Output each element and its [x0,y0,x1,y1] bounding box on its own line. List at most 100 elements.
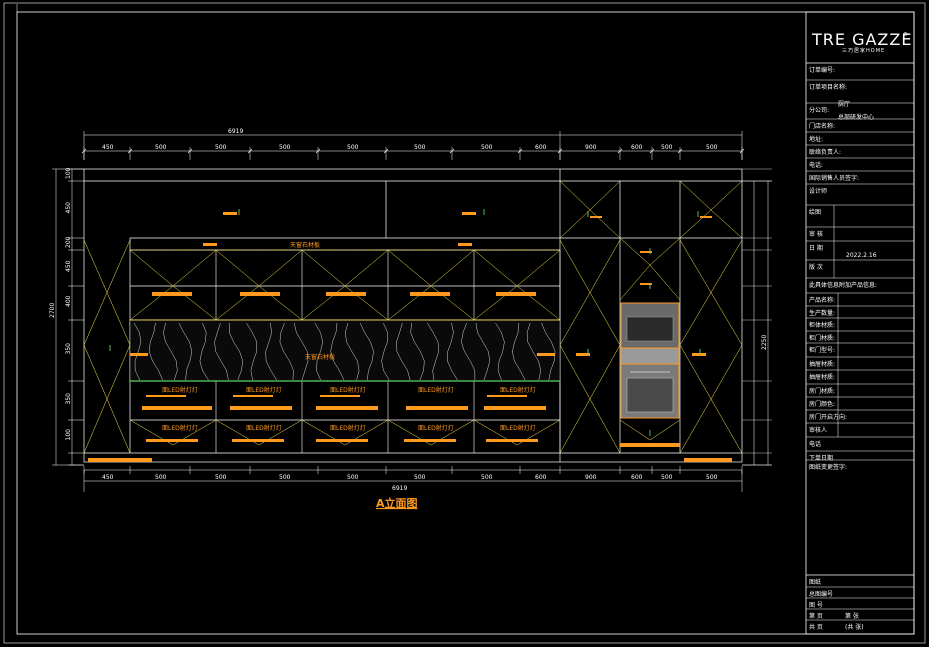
dim-segment-label-bottom: 500 [481,474,493,481]
orange-fitting [320,395,360,397]
title-row-label: 版 次 [809,263,823,271]
marble-vein [330,322,345,381]
dim-segment-label: 900 [585,144,597,151]
title-bottom-value: 第 张 [845,612,859,620]
title-block-bottom: 图纸总图编号图 号第 页第 张共 页(共 张) [806,574,914,631]
title-row-label: 柜体材质: [809,321,835,329]
cabinet-light-label: 面LED射灯灯 [162,424,198,432]
marble-vein [359,322,374,381]
base-door-diamond [301,419,389,446]
marble-vein [541,322,556,381]
title-row-label: 房门开启方向: [809,413,847,421]
orange-fitting [462,212,476,215]
title-row-label: 绘图 [809,208,821,216]
wall-door-diamond [129,285,217,321]
marble-vein [265,322,277,381]
marble-band-label: 天窗石材板 [305,353,335,361]
wall-door-diamond [387,249,475,287]
dim-segment-label-bottom: 600 [535,474,547,481]
marble-vein [293,322,309,381]
built-in-oven-column [620,302,680,419]
orange-fitting [620,443,680,447]
orange-fitting [684,458,732,462]
title-row-label: 订单项目名称: [809,83,847,91]
title-bottom-label: 图纸 [809,578,821,586]
orange-fitting [203,243,217,246]
dim-height-label: 450 [65,202,72,214]
title-block-rows: 订单编号:订单项目名称:厨厅分公司:总部研发中心门店名称:地址:联络负责人:电话… [806,62,914,576]
dim-segment-label-bottom: 500 [661,474,673,481]
orange-fitting [240,292,280,296]
dim-segment-label: 450 [102,144,114,151]
dim-segment-label: 500 [706,144,718,151]
marble-vein [396,322,411,381]
title-row-label: 联络负责人: [809,148,841,156]
orange-fitting [487,395,527,397]
title-row-value: 2022.2.16 [846,252,877,259]
orange-fitting [232,439,284,442]
dim-slash [315,148,321,154]
marble-vein [447,322,458,381]
dim-slash [739,148,745,154]
dim-segment-label: 500 [155,144,167,151]
drawing-title: A立面图 [376,496,418,510]
dim-height-label: 450 [65,260,72,272]
title-row-value: 总部研发中心 [838,113,874,121]
marble-vein [526,322,542,381]
dim-slash [677,148,683,154]
marble-vein [495,322,505,381]
dim-height-label: 400 [65,295,72,307]
orange-fitting [537,353,555,356]
dim-slash [517,148,523,154]
title-row-label: 房门颜色: [809,400,835,408]
title-row-label: 门店名称: [809,122,835,130]
title-row-label: 日 期 [809,244,823,252]
orange-fitting [223,212,237,215]
marble-vein [163,322,178,381]
base-door-diamond [473,419,561,446]
dim-slash [127,148,133,154]
dim-slash [81,148,87,154]
marble-vein [279,322,294,381]
dim-segment-label-bottom: 500 [155,474,167,481]
dim-segment-label-bottom: 600 [631,474,643,481]
dim-segment-label: 500 [481,144,493,151]
orange-fitting [130,353,148,356]
marble-vein [427,322,439,381]
dim-segment-label: 500 [414,144,426,151]
wall-cabinet-diamonds [129,249,561,453]
brand-registered-mark: ® [903,31,909,38]
orange-fitting [316,406,378,410]
marble-vein [461,322,476,381]
orange-fittings [88,212,732,462]
dim-height-label: 100 [65,429,72,441]
title-row-label: 抽屉材质: [809,360,835,368]
base-door-diamond [387,419,475,446]
right-height-dim: 2250 [761,335,768,350]
title-row-value: 厨厅 [838,101,850,108]
drawer-labels: 面LED射灯灯面LED射灯灯面LED射灯灯面LED射灯灯面LED射灯灯面LED射… [162,386,536,432]
wall-door-diamond [473,285,561,321]
orange-fitting [590,216,602,218]
cabinet-light-label: 面LED射灯灯 [500,424,536,432]
wall-door-diamond [387,285,475,321]
wall-door-diamond [215,249,303,287]
drawer-light-label: 面LED射灯灯 [500,386,536,394]
cabinet-light-label: 面LED射灯灯 [330,424,366,432]
marble-vein [381,322,390,381]
dim-slash [449,148,455,154]
dim-slash [187,148,193,154]
base-door-diamond [129,419,217,446]
marble-vein [475,322,491,381]
dim-segment-label: 600 [535,144,547,151]
marble-vein [344,322,360,381]
marble-vein [178,322,193,381]
orange-fitting [700,216,712,218]
orange-fitting [692,353,706,356]
orange-fitting [326,292,366,296]
dim-segment-label-bottom: 900 [585,474,597,481]
orange-fitting [142,406,212,410]
door-handles [109,209,701,436]
title-row-label: 分公司: [809,106,829,114]
orange-fitting [152,292,192,296]
